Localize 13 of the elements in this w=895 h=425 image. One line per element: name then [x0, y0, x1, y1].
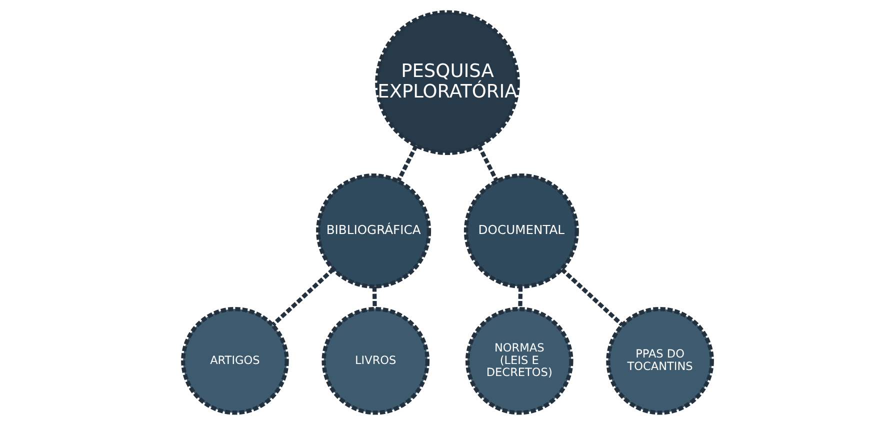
connector: [477, 144, 499, 182]
connector: [372, 286, 377, 309]
node-circle: PPAS DO TOCANTINS: [606, 306, 714, 415]
node-circle: NORMAS (LEIS E DECRETOS): [465, 306, 574, 415]
node-circle: DOCUMENTAL: [464, 173, 579, 288]
node-circle: BIBLIOGRÁFICA: [316, 173, 432, 288]
node-circle: LIVROS: [322, 306, 430, 415]
connector: [518, 286, 523, 309]
node-circle: PESQUISA EXPLORATÓRIA: [375, 10, 520, 155]
connector: [271, 268, 334, 326]
node-circle: ARTIGOS: [181, 306, 289, 415]
connector: [396, 144, 418, 182]
connector: [560, 268, 624, 326]
